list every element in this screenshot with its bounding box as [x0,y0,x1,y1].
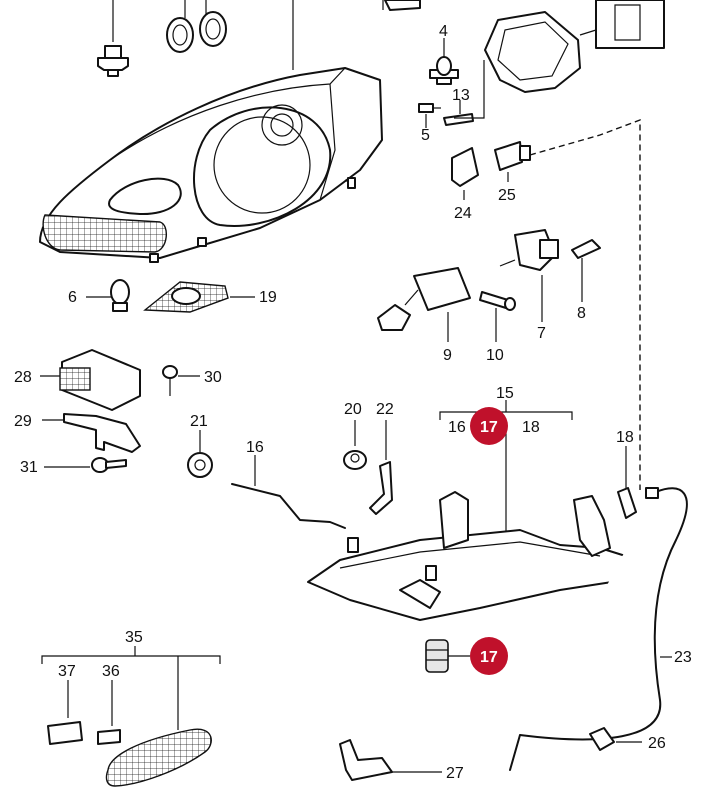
label-7: 7 [537,325,546,342]
bracket-29-part[interactable] [42,413,141,453]
screw-31-part[interactable] [44,457,127,473]
label-5: 5 [421,127,430,144]
label-28: 28 [14,369,32,386]
label-6: 6 [68,289,77,306]
screw-30-part[interactable] [162,365,200,396]
grommet-21-part[interactable] [187,430,213,478]
adjuster-motor-7-part[interactable] [499,229,559,322]
mounting-27-part[interactable] [339,739,442,781]
lever-22-part[interactable] [369,420,393,515]
screw-13-part[interactable] [443,100,474,126]
label-37: 37 [58,663,76,680]
label-13: 13 [452,87,470,104]
level-motor-9-part[interactable] [377,267,471,342]
adjusting-rod-16-part[interactable] [231,455,346,529]
screw-8-part[interactable] [571,239,601,302]
label-26: 26 [648,735,666,752]
label-21: 21 [190,413,208,430]
label-8: 8 [577,305,586,322]
label-18-frame: 18 [522,419,540,436]
highlight-17-frame[interactable]: 17 [470,407,508,445]
reflector-19-part[interactable] [143,281,255,313]
control-unit-28-part[interactable] [40,349,141,411]
label-31: 31 [20,459,38,476]
label-36: 36 [102,663,120,680]
label-4: 4 [439,23,448,40]
label-25: 25 [498,187,516,204]
label-17-frame: 17 [480,419,498,436]
connector-24-part[interactable] [451,147,479,200]
label-24: 24 [454,205,472,222]
bulb-5-part[interactable] [418,103,441,128]
support-frame-15-part[interactable] [307,400,633,621]
label-27: 27 [446,765,464,782]
label-30: 30 [204,369,222,386]
label-15: 15 [496,385,514,402]
side-marker-35-part[interactable] [41,646,221,787]
label-16-frame: 16 [448,419,466,436]
label-9: 9 [443,347,452,364]
label-35: 35 [125,629,143,646]
label-17-buffer: 17 [480,649,498,666]
connector-25-part[interactable] [494,141,531,182]
clip-18-part[interactable] [617,446,637,519]
label-22: 22 [376,401,394,418]
label-20: 20 [344,401,362,418]
bulb-h7-part[interactable] [97,0,129,77]
label-16-rod: 16 [246,439,264,456]
bulb-4-part[interactable] [429,38,459,85]
headlamp-housing-part[interactable] [39,67,383,263]
highlight-17-buffer[interactable]: 17 [470,637,508,675]
screw-10-part[interactable] [479,291,516,342]
label-19: 19 [259,289,277,306]
washer-20-part[interactable] [343,420,367,470]
label-18-clip: 18 [616,429,634,446]
bulb-6-part[interactable] [86,279,130,312]
callout-labels: 4 13 5 24 25 6 19 7 8 9 10 28 30 29 31 2… [14,23,692,782]
level-adjuster-housing-part[interactable] [484,0,665,93]
rubber-buffer-17-part[interactable] [425,639,470,673]
label-10: 10 [486,347,504,364]
label-23: 23 [674,649,692,666]
label-29: 29 [14,413,32,430]
hose-clip-26-part[interactable] [589,727,642,751]
seal-rings-part[interactable] [166,0,227,53]
